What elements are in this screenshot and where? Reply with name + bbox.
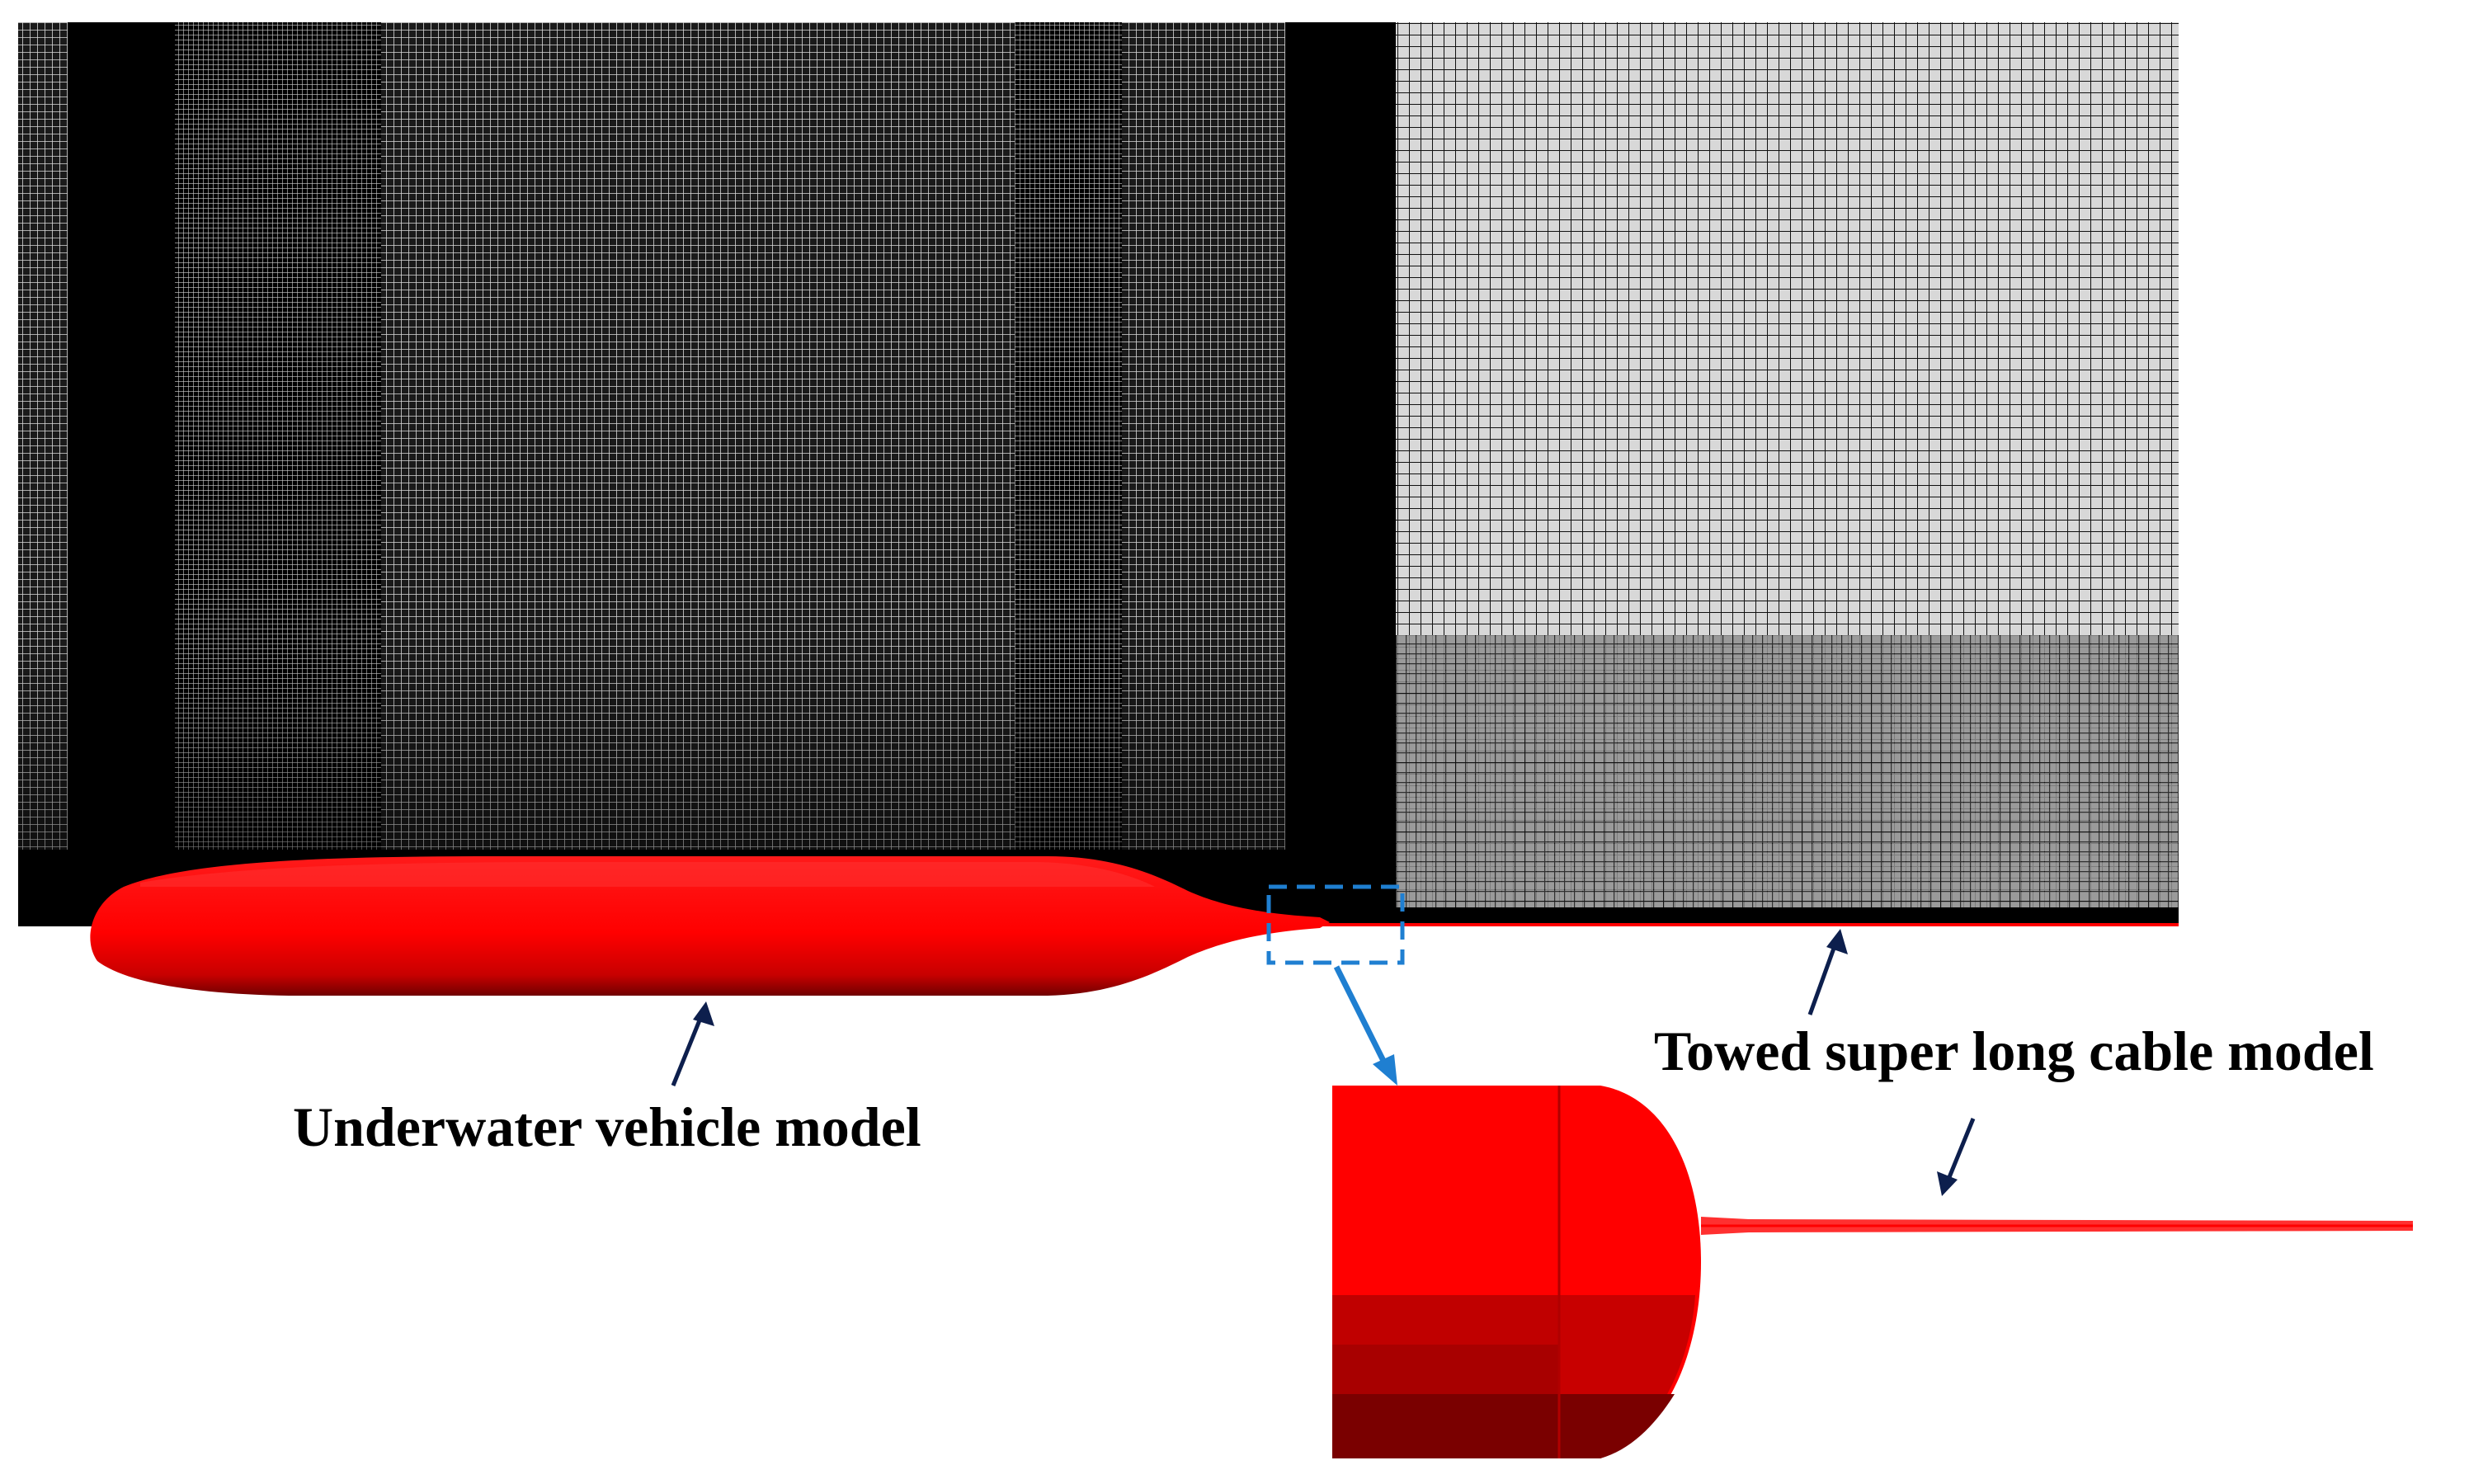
vehicle-highlight bbox=[140, 862, 1155, 887]
vehicle-label: Underwater vehicle model bbox=[293, 1095, 921, 1158]
mesh-boundary-strip-right bbox=[1396, 907, 2179, 926]
zoom-box bbox=[1266, 884, 1405, 965]
mesh-refinement-right bbox=[1396, 635, 2179, 926]
zoom-inset bbox=[1332, 1086, 2413, 1458]
vehicle-arrow-icon bbox=[671, 1001, 714, 1086]
vehicle-body bbox=[90, 856, 1331, 996]
cable-arrow-bottom-icon bbox=[1937, 1118, 1976, 1196]
cable-label: Towed super long cable model bbox=[1654, 1020, 2374, 1082]
mesh-dense-column-mid bbox=[1285, 22, 1396, 926]
cable-arrow-top-icon bbox=[1807, 929, 1848, 1015]
zoom-arrow-icon bbox=[1333, 965, 1397, 1086]
